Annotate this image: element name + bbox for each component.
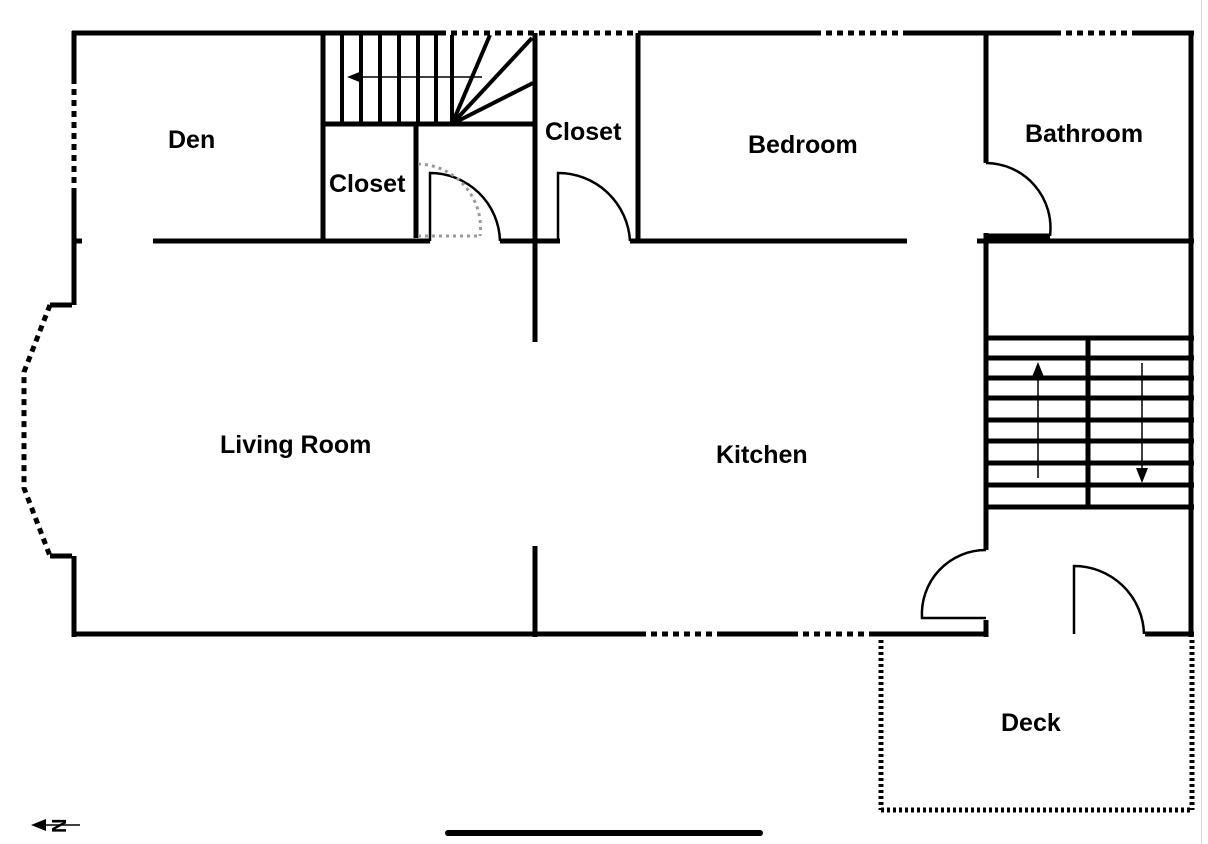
doors	[428, 161, 1146, 635]
interior-walls	[72, 33, 1194, 637]
label-bathroom: Bathroom	[1025, 120, 1143, 148]
bay-window	[21, 304, 53, 557]
door-closet-small	[417, 162, 482, 238]
door-bathroom	[985, 161, 1052, 237]
label-closet-hall: Closet	[545, 118, 622, 146]
stairs-upper	[340, 33, 534, 126]
label-living-room: Living Room	[220, 431, 371, 459]
label-kitchen: Kitchen	[716, 441, 808, 469]
exterior-walls	[50, 30, 1194, 637]
label-closet-small: Closet	[329, 170, 406, 198]
deck-outline	[878, 640, 1195, 813]
label-bedroom: Bedroom	[748, 131, 858, 159]
door-stair-hall	[920, 548, 987, 620]
compass-letter: N	[49, 819, 71, 833]
label-deck: Deck	[1001, 709, 1061, 737]
door-deck	[1072, 564, 1146, 635]
door-stair-landing	[428, 171, 502, 242]
door-closet-hall	[556, 171, 632, 242]
compass-north: N	[31, 819, 80, 833]
label-den: Den	[168, 126, 215, 154]
page-edge	[1201, 0, 1202, 844]
stairs-lower	[986, 335, 1194, 510]
home-indicator[interactable]	[445, 830, 763, 836]
windows	[21, 30, 1135, 637]
